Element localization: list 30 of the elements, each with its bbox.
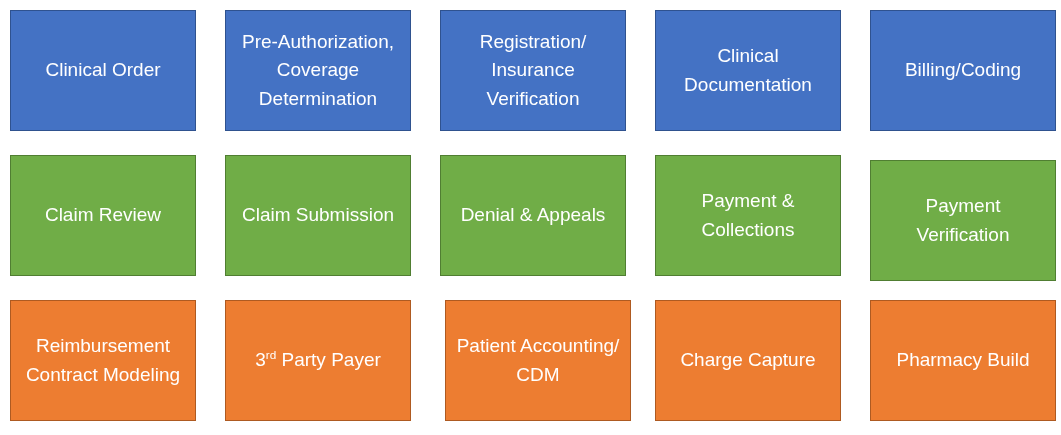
box-label: 3$^{rd}$ Party Payer — [255, 346, 381, 373]
box-label: Clinical Documentation — [683, 44, 813, 97]
box-label: Billing/Coding — [904, 58, 1022, 83]
box-label: Reimbursement Contract Modeling — [24, 334, 182, 387]
process-box — [10, 10, 196, 131]
box-label: Registration/ Insurance Verification — [478, 29, 588, 111]
process-box — [655, 155, 841, 276]
box-label: Claim Review — [44, 203, 162, 228]
process-box — [225, 10, 411, 131]
box-label: Patient Accounting/ CDM — [455, 334, 621, 387]
process-box — [655, 300, 841, 421]
process-box — [655, 10, 841, 131]
process-box — [440, 10, 626, 131]
box-label: Denial & Appeals — [460, 203, 606, 228]
box-label: Claim Submission — [241, 203, 394, 228]
process-box — [440, 155, 626, 276]
box-label: Pharmacy Build — [896, 348, 1030, 373]
process-box — [445, 300, 631, 421]
box-label: Clinical Order — [45, 58, 161, 83]
process-box — [10, 300, 196, 421]
box-label: Charge Capture — [680, 348, 816, 373]
process-box — [870, 10, 1056, 131]
box-label: Pre-Authorization, Coverage Determination — [240, 29, 396, 111]
process-box — [870, 160, 1056, 281]
process-box — [870, 300, 1056, 421]
process-box — [10, 155, 196, 276]
box-label: Payment Verification — [915, 194, 1011, 247]
box-label: Payment & Collections — [700, 189, 796, 242]
process-box — [225, 300, 411, 421]
process-box — [225, 155, 411, 276]
